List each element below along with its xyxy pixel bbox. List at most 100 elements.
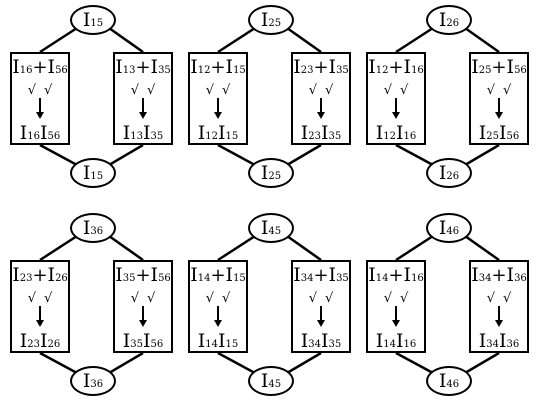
- term: I15: [218, 124, 238, 143]
- sum-expression: I25+I56: [471, 58, 527, 77]
- plus-sign: +: [388, 57, 404, 78]
- merge-box-right: I34+I36√√I34I36: [469, 260, 529, 353]
- term-subscript: 35: [336, 65, 349, 76]
- node-ellipse-top: I46: [426, 213, 472, 243]
- node-label: I25: [261, 163, 282, 183]
- check-marks: √√: [190, 292, 246, 305]
- connector-line: [217, 26, 256, 54]
- term: I16: [404, 58, 424, 77]
- node-ellipse-top: I15: [70, 5, 116, 35]
- term: I23: [293, 58, 313, 77]
- term-subscript: 14: [383, 339, 396, 350]
- term: I15: [226, 58, 246, 77]
- plus-sign: +: [388, 265, 404, 286]
- sum-expression: I14+I16: [368, 266, 424, 285]
- term-subscript: 16: [19, 65, 33, 76]
- connector-line: [108, 143, 144, 167]
- term-subscript: 14: [375, 273, 389, 284]
- term-symbol: I: [218, 330, 226, 352]
- term-symbol: I: [478, 122, 487, 144]
- term-subscript: 35: [328, 339, 342, 350]
- term: I13: [115, 58, 135, 77]
- sum-expression: I12+I16: [368, 58, 424, 77]
- term-subscript: 23: [27, 339, 40, 350]
- term-symbol: I: [328, 264, 337, 286]
- term-subscript: 16: [403, 339, 417, 350]
- term-subscript: 25: [486, 131, 499, 142]
- node-ellipse-top: I26: [426, 5, 472, 35]
- node-label-symbol: I: [260, 216, 269, 239]
- product-expression: I34I35: [293, 332, 349, 351]
- node-label: I46: [438, 216, 459, 239]
- term-subscript: 34: [478, 273, 492, 284]
- term-symbol: I: [12, 56, 20, 78]
- connector-line: [108, 234, 144, 262]
- check-mark-icon: √: [308, 291, 317, 306]
- merge-box-left: I23+I26√√I23I26: [10, 260, 70, 353]
- product-expression: I23I35: [293, 124, 349, 143]
- term: I16: [396, 124, 416, 143]
- check-mark-icon: √: [383, 291, 392, 306]
- check-mark-icon: √: [44, 291, 53, 306]
- term-subscript: 35: [150, 131, 164, 142]
- term-symbol: I: [506, 56, 515, 78]
- term: I36: [499, 332, 519, 351]
- term: I12: [368, 58, 388, 77]
- check-mark-icon: √: [130, 83, 139, 98]
- node-label-symbol: I: [438, 369, 447, 392]
- term-subscript: 23: [19, 273, 33, 284]
- merge-box-right: I25+I56√√I25I56: [469, 52, 529, 145]
- check-mark-icon: √: [205, 83, 214, 98]
- term-symbol: I: [403, 56, 412, 78]
- product-expression: I35I56: [115, 332, 171, 351]
- node-label-subscript: 25: [268, 170, 282, 182]
- term-subscript: 15: [233, 65, 246, 76]
- term-subscript: 35: [158, 65, 171, 76]
- node-ellipse-bottom: I45: [248, 366, 294, 396]
- term-symbol: I: [375, 122, 384, 144]
- term-subscript: 34: [308, 339, 321, 350]
- check-mark-icon: √: [383, 83, 392, 98]
- sum-expression: I35+I56: [115, 266, 171, 285]
- node-label-symbol: I: [438, 216, 447, 239]
- term-subscript: 15: [225, 339, 239, 350]
- check-mark-icon: √: [44, 83, 53, 98]
- term-symbol: I: [197, 122, 206, 144]
- term-subscript: 34: [300, 273, 314, 284]
- check-mark-icon: √: [147, 83, 156, 98]
- term-subscript: 16: [411, 65, 424, 76]
- term-subscript: 12: [205, 131, 218, 142]
- term-symbol: I: [396, 330, 404, 352]
- term: I35: [329, 58, 349, 77]
- check-marks: √√: [12, 84, 68, 97]
- term-symbol: I: [300, 122, 309, 144]
- term: I36: [507, 266, 527, 285]
- term-subscript: 16: [403, 131, 417, 142]
- check-marks: √√: [293, 84, 349, 97]
- node-label: I36: [83, 218, 103, 238]
- connector-line: [286, 143, 322, 167]
- down-arrow-icon: [495, 98, 502, 119]
- term-symbol: I: [115, 264, 123, 286]
- check-mark-icon: √: [130, 291, 139, 306]
- term-symbol: I: [471, 56, 479, 78]
- down-arrow-icon: [317, 98, 324, 119]
- check-mark-icon: √: [222, 83, 231, 98]
- term-symbol: I: [499, 330, 507, 352]
- connector-line: [395, 26, 434, 54]
- term-subscript: 35: [336, 273, 349, 284]
- term: I26: [40, 332, 60, 351]
- term-symbol: I: [403, 264, 412, 286]
- connector-line: [395, 234, 434, 262]
- term: I35: [115, 266, 135, 285]
- term-symbol: I: [225, 56, 234, 78]
- term-subscript: 56: [506, 131, 520, 142]
- term-symbol: I: [143, 122, 151, 144]
- sum-expression: I23+I35: [293, 58, 349, 77]
- connector-line: [286, 351, 322, 375]
- term-symbol: I: [197, 330, 206, 352]
- term: I14: [376, 332, 396, 351]
- plus-sign: +: [32, 57, 48, 78]
- down-arrow-icon: [317, 306, 324, 327]
